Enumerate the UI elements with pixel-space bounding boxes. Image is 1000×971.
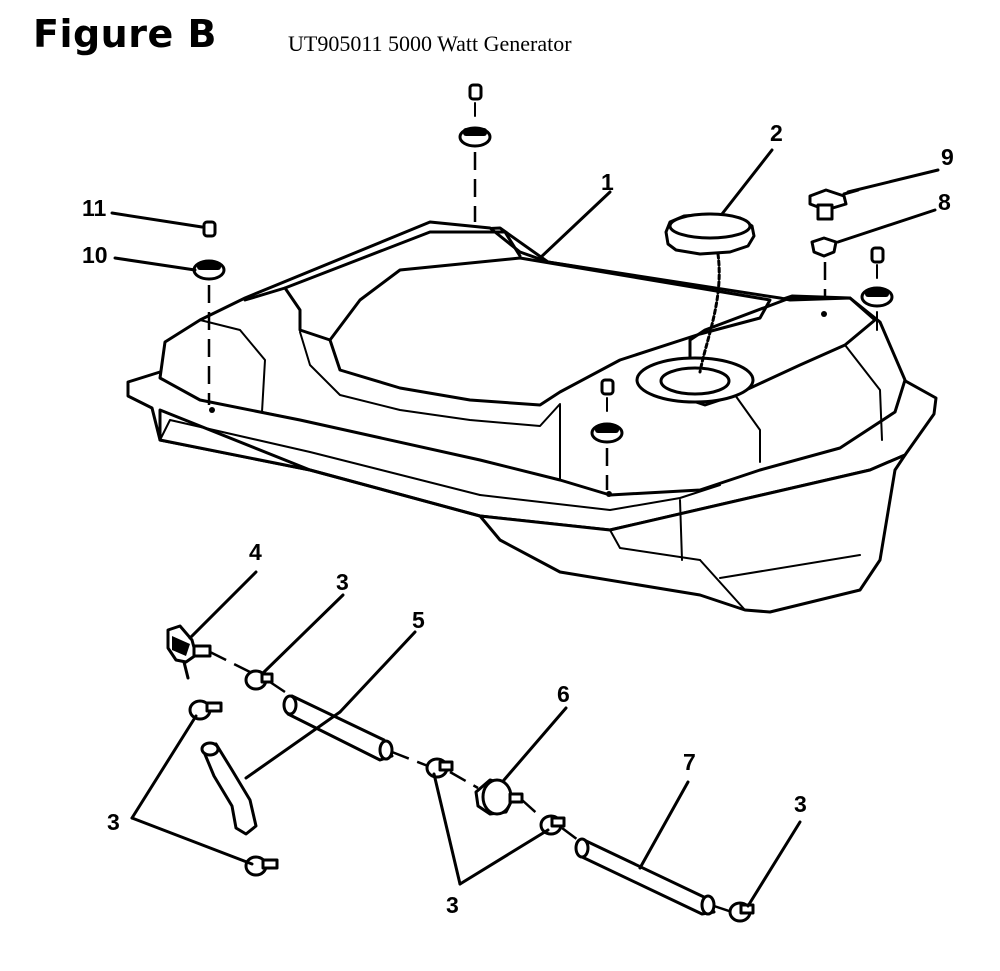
- callout-part-3-clamp: 3: [336, 569, 349, 595]
- callout-labels: 1 2 9 8 11 10 4 3 5 6 7 3 3 3: [82, 120, 954, 918]
- hose-clamp-3: [244, 855, 279, 877]
- callout-part-3-mid-group: 3: [446, 892, 459, 918]
- fuel-line-upper: [269, 680, 429, 768]
- callout-part-7: 7: [683, 749, 696, 775]
- callout-part-4: 4: [249, 539, 262, 565]
- callout-part-6: 6: [557, 681, 570, 707]
- grommet-right: [860, 246, 894, 331]
- hose-clamp-2: [188, 699, 223, 721]
- callout-part-3-end: 3: [794, 791, 807, 817]
- callout-part-1: 1: [601, 169, 614, 195]
- grommet-left: [192, 220, 226, 405]
- grommet-center: [590, 378, 624, 490]
- callout-part-5: 5: [412, 607, 425, 633]
- fuel-cap-icon[interactable]: [664, 212, 756, 374]
- callout-part-10: 10: [82, 242, 108, 268]
- callout-part-3-left-group: 3: [107, 809, 120, 835]
- fuel-line-lower: [561, 827, 733, 916]
- hose-clamp-1: [244, 669, 274, 691]
- figure-title: Figure B: [33, 12, 217, 56]
- fuel-valve-icon[interactable]: [166, 624, 251, 680]
- grommet-top: [458, 83, 492, 222]
- hose-clamp-4: [425, 757, 454, 779]
- callout-part-9: 9: [941, 144, 954, 170]
- fuel-filter-icon[interactable]: [449, 770, 543, 819]
- fuel-gauge-icon: [808, 188, 860, 300]
- fuel-line-elbow: [200, 741, 258, 836]
- leader-lines: [110, 148, 940, 908]
- callout-part-2: 2: [770, 120, 783, 146]
- figure-subtitle: UT905011 5000 Watt Generator: [288, 31, 572, 56]
- callout-part-8: 8: [938, 189, 951, 215]
- callout-part-11: 11: [82, 195, 107, 221]
